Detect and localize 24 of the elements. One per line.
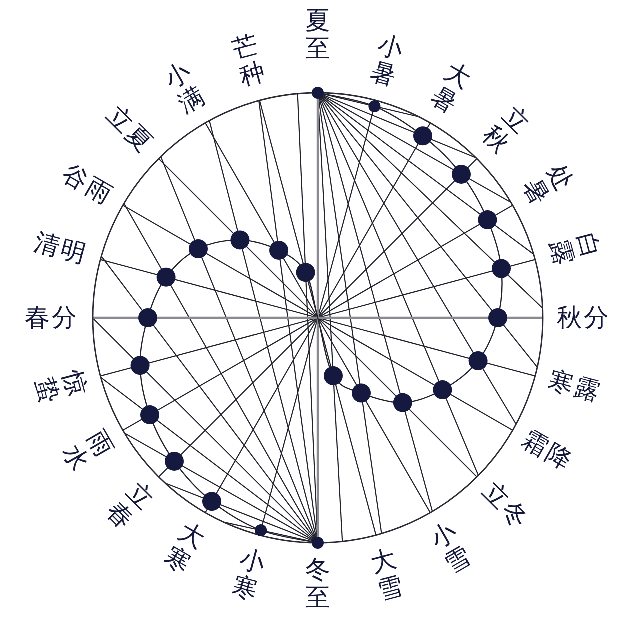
solar-term-label: 芒种 [230,30,268,92]
solar-term-label: 大寒 [160,518,210,579]
solar-term-label: 小暑 [367,30,406,92]
solar-term-label: 立春 [101,477,159,535]
solar-term-label: 谷雨 [58,160,118,210]
solar-term-label: 清明 [32,230,91,269]
solar-term-label: 春分 [25,304,79,332]
solar-term-label: 夏至 [306,7,330,63]
solar-term-label: 小雪 [426,518,476,579]
solar-term-label: 处暑 [518,160,579,210]
solar-term-label: 雨水 [57,426,118,476]
solar-term-label: 立夏 [102,102,158,158]
solar-term-label: 小满 [160,57,210,118]
solar-term-label: 秋分 [557,304,611,332]
solar-term-label: 冬至 [306,556,330,612]
solar-term-label: 立秋 [477,101,535,159]
solar-term-label: 惊蛰 [30,367,92,406]
solar-term-label: 大暑 [426,57,476,118]
solar-term-label: 霜降 [518,426,578,476]
solar-term-label: 寒露 [545,367,604,406]
solar-term-label: 大雪 [367,544,406,606]
solar-term-label: 小寒 [230,544,268,606]
solar-term-label: 白露 [544,230,606,268]
solar-term-label: 立冬 [478,478,534,534]
